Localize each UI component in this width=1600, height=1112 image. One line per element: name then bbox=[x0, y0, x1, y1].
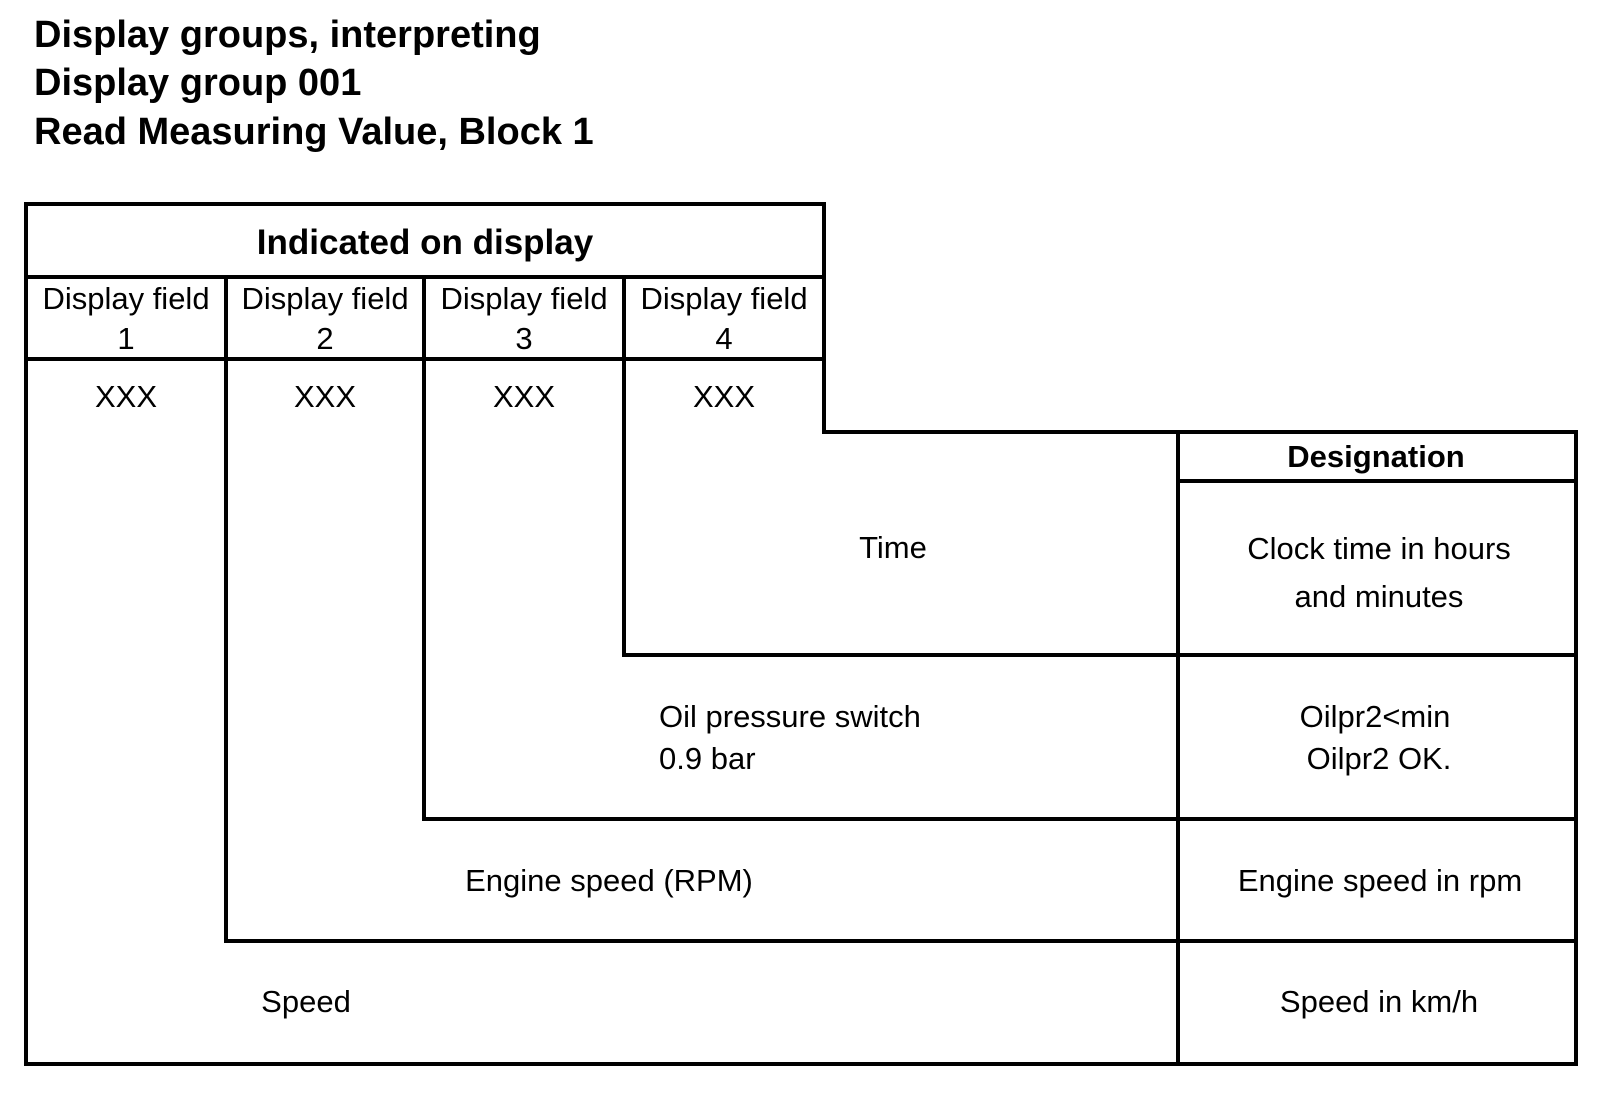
oil-pressure-designation-line-2: Oilpr2 OK. bbox=[1307, 741, 1452, 776]
title-line-1: Display groups, interpreting bbox=[34, 14, 541, 56]
diagram-grid-lines bbox=[24, 202, 1578, 1066]
oil-pressure-designation-line-1: Oilpr2<min bbox=[1300, 699, 1451, 734]
title-line-2: Display group 001 bbox=[34, 62, 362, 104]
display-field-3-word: Display field bbox=[440, 281, 607, 316]
indicated-on-display-header: Indicated on display bbox=[257, 223, 594, 262]
display-field-1-number: 1 bbox=[117, 321, 134, 356]
display-field-4-value: XXX bbox=[693, 379, 755, 414]
designation-header: Designation bbox=[1287, 439, 1464, 474]
oil-pressure-label-line-2: 0.9 bar bbox=[659, 741, 756, 776]
title-line-3: Read Measuring Value, Block 1 bbox=[34, 111, 594, 153]
display-field-2-value: XXX bbox=[294, 379, 356, 414]
display-field-2-word: Display field bbox=[241, 281, 408, 316]
display-field-1-value: XXX bbox=[95, 379, 157, 414]
display-field-2-number: 2 bbox=[316, 321, 333, 356]
time-designation-line-2: and minutes bbox=[1295, 579, 1464, 614]
engine-speed-designation: Engine speed in rpm bbox=[1238, 863, 1522, 898]
engine-speed-label: Engine speed (RPM) bbox=[465, 863, 753, 898]
display-field-1-word: Display field bbox=[42, 281, 209, 316]
time-designation-line-1: Clock time in hours bbox=[1247, 531, 1511, 566]
oil-pressure-label-line-1: Oil pressure switch bbox=[659, 699, 921, 734]
time-label: Time bbox=[859, 530, 927, 565]
display-field-3-value: XXX bbox=[493, 379, 555, 414]
display-field-4-number: 4 bbox=[715, 321, 732, 356]
display-field-3-number: 3 bbox=[515, 321, 532, 356]
display-field-4-word: Display field bbox=[640, 281, 807, 316]
speed-designation: Speed in km/h bbox=[1280, 984, 1478, 1019]
speed-label: Speed bbox=[261, 984, 351, 1019]
